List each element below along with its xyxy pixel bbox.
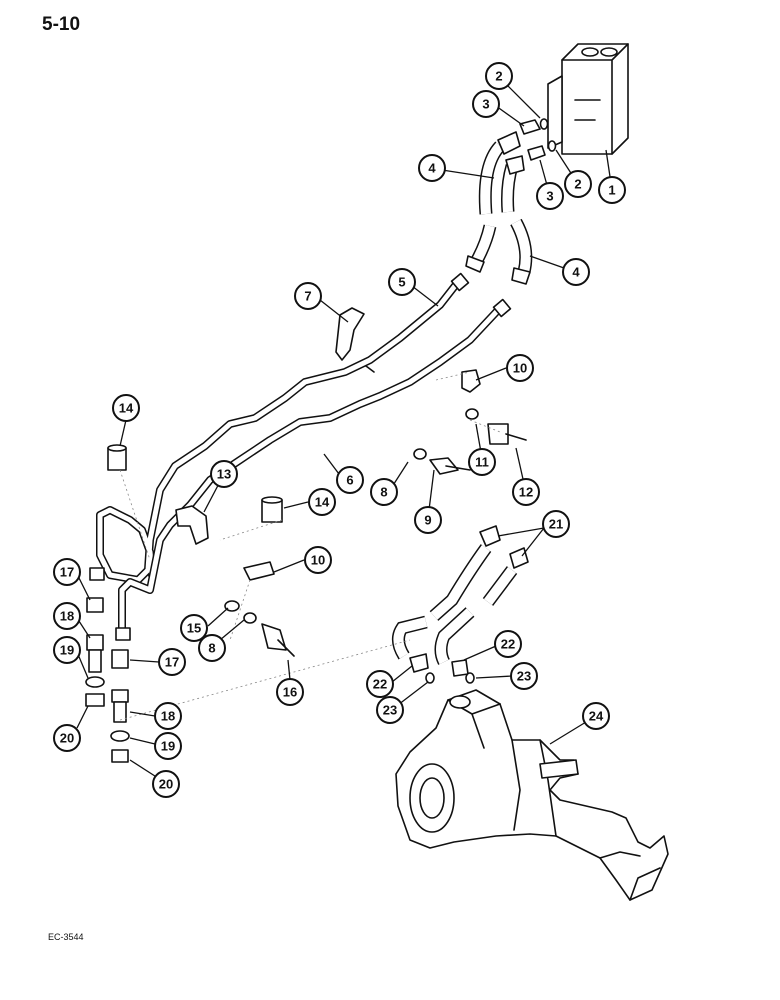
- svg-text:8: 8: [208, 641, 215, 656]
- callout-18a: 18: [53, 602, 81, 630]
- lower-hoses: [392, 525, 529, 684]
- svg-text:14: 14: [119, 401, 134, 416]
- svg-text:22: 22: [373, 677, 387, 692]
- callout-15: 15: [180, 614, 208, 642]
- callout-8b: 8: [198, 634, 226, 662]
- svg-text:2: 2: [574, 177, 581, 192]
- callout-18b: 18: [154, 702, 182, 730]
- svg-text:21: 21: [549, 517, 563, 532]
- callout-23b: 23: [510, 662, 538, 690]
- upper-hoses: [465, 131, 533, 285]
- caps: [107, 444, 283, 523]
- fittings-column-left: [85, 597, 105, 707]
- svg-text:18: 18: [60, 609, 74, 624]
- svg-text:24: 24: [589, 709, 604, 724]
- callout-22b: 22: [494, 630, 522, 658]
- svg-text:17: 17: [165, 655, 179, 670]
- callout-17b: 17: [158, 648, 186, 676]
- callouts: 1 2 2 3 3 4 4 5 6 7 8 8 9 10 10 11 12 13…: [53, 62, 626, 798]
- svg-text:23: 23: [517, 669, 531, 684]
- svg-text:3: 3: [546, 189, 553, 204]
- figure-code: EC-3544: [48, 932, 84, 942]
- svg-text:17: 17: [60, 565, 74, 580]
- callout-2a: 2: [485, 62, 513, 90]
- callout-19b: 19: [154, 732, 182, 760]
- callout-12: 12: [512, 478, 540, 506]
- callout-24: 24: [582, 702, 610, 730]
- svg-text:11: 11: [475, 455, 489, 470]
- callout-3a: 3: [472, 90, 500, 118]
- callout-5: 5: [388, 268, 416, 296]
- svg-text:8: 8: [380, 485, 387, 500]
- callout-10a: 10: [506, 354, 534, 382]
- callout-14a: 14: [112, 394, 140, 422]
- svg-text:12: 12: [519, 485, 533, 500]
- callout-13: 13: [210, 460, 238, 488]
- svg-text:14: 14: [315, 495, 330, 510]
- svg-text:20: 20: [159, 777, 173, 792]
- callout-10b: 10: [304, 546, 332, 574]
- svg-text:4: 4: [428, 161, 436, 176]
- axle-housing: [395, 689, 669, 901]
- svg-text:2: 2: [495, 69, 502, 84]
- o-rings-and-adaptors: [519, 118, 557, 161]
- callout-4a: 4: [418, 154, 446, 182]
- callout-2b: 2: [564, 170, 592, 198]
- svg-text:19: 19: [60, 643, 74, 658]
- callout-16: 16: [276, 678, 304, 706]
- leader-lines: [76, 83, 613, 779]
- svg-text:10: 10: [311, 553, 325, 568]
- callout-7: 7: [294, 282, 322, 310]
- callout-4b: 4: [562, 258, 590, 286]
- bolts-and-washers: [224, 408, 527, 657]
- svg-text:4: 4: [572, 265, 580, 280]
- rigid-tubes: [89, 272, 512, 641]
- callout-20a: 20: [53, 724, 81, 752]
- svg-text:20: 20: [60, 731, 74, 746]
- svg-text:18: 18: [161, 709, 175, 724]
- svg-text:3: 3: [482, 97, 489, 112]
- callout-22a: 22: [366, 670, 394, 698]
- svg-text:16: 16: [283, 685, 297, 700]
- svg-text:22: 22: [501, 637, 515, 652]
- callout-9: 9: [414, 506, 442, 534]
- control-valve-block: [547, 43, 629, 155]
- callout-14b: 14: [308, 488, 336, 516]
- callout-6: 6: [336, 466, 364, 494]
- callout-21: 21: [542, 510, 570, 538]
- callout-19a: 19: [53, 636, 81, 664]
- callout-17a: 17: [53, 558, 81, 586]
- callout-3b: 3: [536, 182, 564, 210]
- svg-text:10: 10: [513, 361, 527, 376]
- svg-text:9: 9: [424, 513, 431, 528]
- callout-11: 11: [468, 448, 496, 476]
- svg-text:5: 5: [398, 275, 405, 290]
- svg-text:23: 23: [383, 703, 397, 718]
- svg-text:6: 6: [346, 473, 353, 488]
- svg-text:15: 15: [187, 621, 201, 636]
- fittings-column-right: [110, 649, 130, 763]
- callout-8a: 8: [370, 478, 398, 506]
- svg-text:19: 19: [161, 739, 175, 754]
- callout-20b: 20: [152, 770, 180, 798]
- svg-text:7: 7: [304, 289, 311, 304]
- svg-text:13: 13: [217, 467, 231, 482]
- brackets-and-clamps: [175, 307, 481, 581]
- callout-23a: 23: [376, 696, 404, 724]
- svg-text:1: 1: [608, 183, 615, 198]
- page-number: 5-10: [42, 14, 81, 35]
- callout-1: 1: [598, 176, 626, 204]
